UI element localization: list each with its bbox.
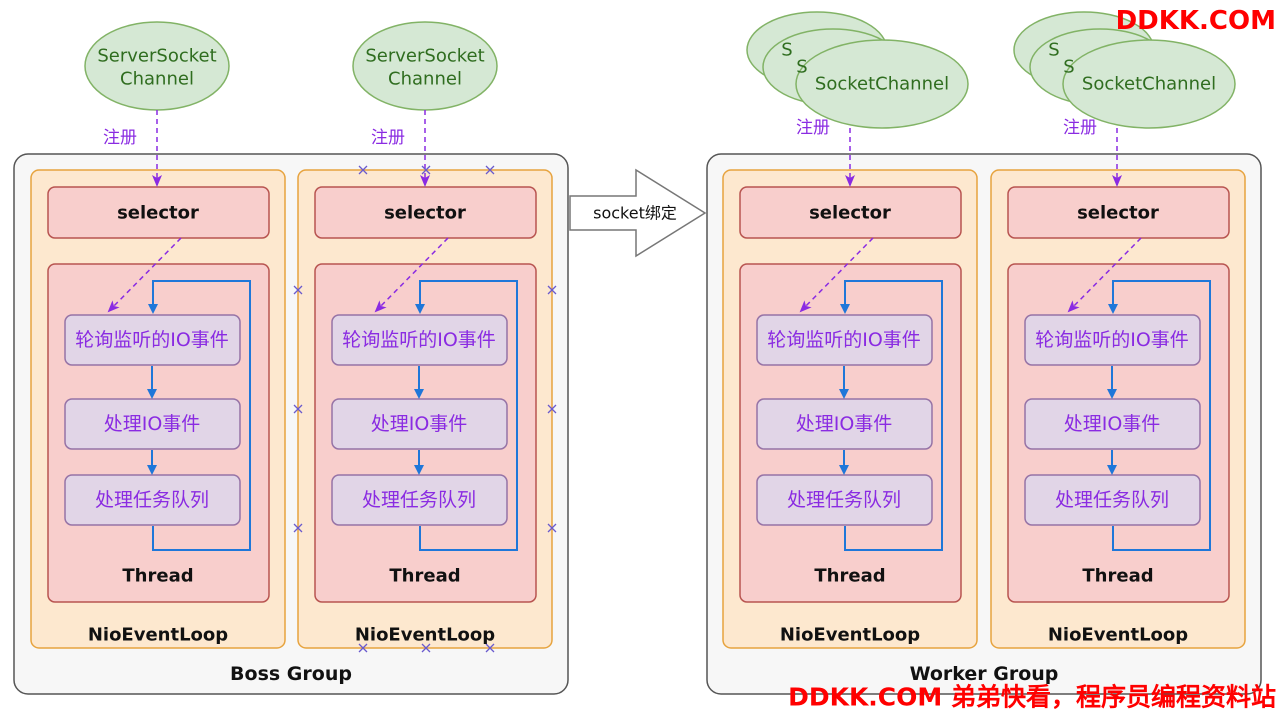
worker-channel-1-register-label: 注册 [796,118,830,138]
boss-loop-1-step-2-label: 处理IO事件 [104,413,201,435]
boss-channel-2-register-label: 注册 [371,128,405,148]
boss-loop-2-step-2-label: 处理IO事件 [371,413,468,435]
worker-loop-1-thread-label: Thread [814,566,885,587]
boss-loop-2-step-2-box [331,398,508,450]
boss-loop-1-step-3-label: 处理任务队列 [95,489,209,511]
selection-handle-8 [293,404,303,414]
worker-loop-2-step-3-label: 处理任务队列 [1055,489,1169,511]
boss-loop-1-selector-label: selector [117,203,199,224]
worker-loop-1-label: NioEventLoop [780,625,920,646]
worker-loop-1-step-1-box [756,314,933,366]
boss-loop-2-loop-back-arrow [415,280,518,551]
worker-group-label: Worker Group [910,663,1059,685]
socket-bind-label: socket绑定 [593,204,677,223]
boss-loop-2-selector-box [314,186,537,239]
worker-channel-2-back-label-1: S [1048,40,1059,61]
worker-loop-2-loop-back-arrow [1108,280,1211,551]
worker-loop-2-step-1-box [1024,314,1201,366]
worker-channel-1-back-label-1: S [781,40,792,61]
worker-loop-2-step-2-box [1024,398,1201,450]
worker-channel-1-back-label-2: S [796,57,807,78]
boss-loop-2-selector-poll-arrow [374,237,449,313]
watermark-bottom: DDKK.COM 弟弟快看，程序员编程资料站 [788,683,1276,712]
boss-loop-1-selector-poll-arrow [107,237,182,313]
boss-loop-1-selector-box [47,186,270,239]
worker-loop-1-step-1-label: 轮询监听的IO事件 [767,329,921,351]
boss-group-label: Boss Group [230,663,352,685]
worker-loop-2-step-1-label: 轮询监听的IO事件 [1035,329,1189,351]
worker-channel-2-front-ellipse [1062,39,1236,129]
boss-loop-2-step-1-box [331,314,508,366]
selection-handle-6 [485,643,495,653]
worker-loop-2-step-2-label: 处理IO事件 [1064,413,1161,435]
boss-channel-1-label-line1: ServerSocket [97,46,216,67]
worker-loop-2-step-3-box [1024,474,1201,526]
boss-channel-1-label-line2: Channel [120,69,194,90]
watermark-top: DDKK.COM [1116,6,1276,36]
worker-loop-2-selector-label: selector [1077,203,1159,224]
selection-handle-1 [358,165,368,175]
worker-loop-2-thread-label: Thread [1082,566,1153,587]
selection-handle-7 [293,285,303,295]
boss-loop-1-step-1-label: 轮询监听的IO事件 [75,329,229,351]
worker-loop-2-selector-poll-arrow [1067,237,1142,313]
worker-loop-1-step-2-box [756,398,933,450]
boss-loop-1-step-2-box [64,398,241,450]
selection-handle-4 [358,643,368,653]
boss-channel-1-register-label: 注册 [103,128,137,148]
worker-channel-2-register-label: 注册 [1063,118,1097,138]
worker-loop-1-selector-poll-arrow [799,237,874,313]
selection-handle-9 [293,523,303,533]
boss-channel-2-label-line1: ServerSocket [365,46,484,67]
worker-channel-1-front-ellipse [795,39,969,129]
boss-loop-2-thread-label: Thread [389,566,460,587]
boss-loop-2-label: NioEventLoop [355,625,495,646]
worker-loop-1-step-2-label: 处理IO事件 [796,413,893,435]
boss-loop-1-step-3-box [64,474,241,526]
selection-handle-10 [547,285,557,295]
worker-channel-2-back-label-2: S [1063,57,1074,78]
boss-loop-2-step-3-label: 处理任务队列 [362,489,476,511]
worker-loop-1-selector-label: selector [809,203,891,224]
worker-loop-1-loop-back-arrow [840,280,943,551]
boss-channel-2-label-line2: Channel [388,69,462,90]
selection-handle-12 [547,523,557,533]
boss-loop-1-step-1-box [64,314,241,366]
socket-bind-arrow [569,168,707,258]
worker-loop-2-label: NioEventLoop [1048,625,1188,646]
boss-loop-1-label: NioEventLoop [88,625,228,646]
selection-handle-3 [485,165,495,175]
boss-loop-1-thread-label: Thread [122,566,193,587]
boss-loop-2-step-1-label: 轮询监听的IO事件 [342,329,496,351]
worker-loop-1-step-3-label: 处理任务队列 [787,489,901,511]
worker-channel-1-front-label: SocketChannel [815,74,949,95]
worker-channel-2-front-label: SocketChannel [1082,74,1216,95]
selection-handle-2 [421,165,431,175]
worker-loop-2-selector-box [1007,186,1230,239]
worker-loop-1-selector-box [739,186,962,239]
boss-loop-2-selector-label: selector [384,203,466,224]
selection-handle-11 [547,404,557,414]
selection-handle-5 [421,643,431,653]
boss-loop-2-step-3-box [331,474,508,526]
boss-loop-1-loop-back-arrow [148,280,251,551]
worker-loop-1-step-3-box [756,474,933,526]
